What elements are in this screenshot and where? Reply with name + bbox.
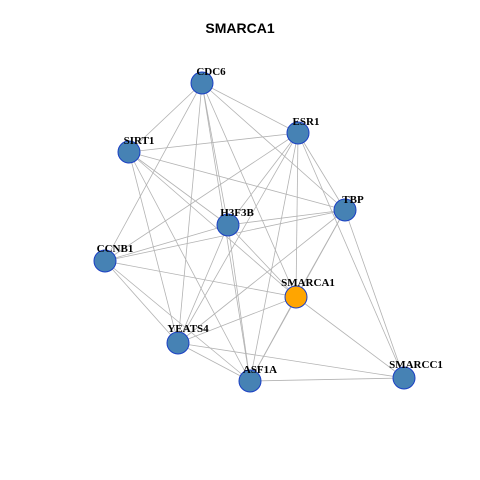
- edge-yeats4-asf1a: [177, 342, 251, 382]
- edge-esr1-tbp: [297, 132, 346, 211]
- edge-cdc6-yeats4: [177, 82, 203, 344]
- edge-esr1-asf1a: [249, 132, 299, 382]
- node-label-esr1: ESR1: [293, 116, 320, 128]
- node-label-yeats4: YEATS4: [167, 323, 209, 335]
- node-smarcc1[interactable]: [392, 366, 416, 390]
- edge-esr1-h3f3b: [227, 132, 299, 226]
- node-label-cdc6: CDC6: [196, 66, 226, 78]
- edge-cdc6-ccnb1: [104, 82, 203, 262]
- edge-esr1-ccnb1: [104, 132, 299, 262]
- graph-title: SMARCA1: [205, 20, 275, 36]
- edge-sirt1-smarca1: [128, 151, 297, 298]
- edge-asf1a-smarcc1: [249, 377, 405, 382]
- edge-cdc6-smarca1: [201, 82, 297, 298]
- edge-cdc6-sirt1: [128, 82, 203, 153]
- edge-ccnb1-smarca1: [104, 260, 297, 298]
- node-ccnb1[interactable]: [93, 249, 117, 273]
- edge-cdc6-h3f3b: [201, 82, 229, 226]
- node-yeats4[interactable]: [166, 331, 190, 355]
- edge-esr1-smarca1: [295, 132, 299, 298]
- edge-sirt1-tbp: [128, 151, 346, 211]
- edge-h3f3b-ccnb1: [104, 224, 229, 262]
- edge-ccnb1-asf1a: [104, 260, 251, 382]
- edge-yeats4-smarcc1: [177, 342, 405, 379]
- edge-tbp-h3f3b: [227, 209, 346, 226]
- node-sirt1[interactable]: [117, 140, 141, 164]
- edge-esr1-smarcc1: [297, 132, 405, 379]
- node-label-smarca1: SMARCA1: [281, 277, 335, 289]
- node-label-ccnb1: CCNB1: [97, 243, 134, 255]
- edge-ccnb1-yeats4: [104, 260, 179, 344]
- edge-esr1-sirt1: [128, 132, 299, 153]
- node-cdc6[interactable]: [190, 71, 214, 95]
- node-label-h3f3b: H3F3B: [220, 207, 254, 219]
- edge-sirt1-yeats4: [128, 151, 179, 344]
- edge-smarca1-yeats4: [177, 296, 297, 344]
- edge-tbp-smarcc1: [344, 209, 405, 379]
- node-esr1[interactable]: [286, 121, 310, 145]
- node-label-tbp: TBP: [342, 194, 364, 206]
- node-label-asf1a: ASF1A: [243, 364, 277, 376]
- node-h3f3b[interactable]: [216, 213, 240, 237]
- edge-h3f3b-yeats4: [177, 224, 229, 344]
- node-smarca1[interactable]: [284, 285, 308, 309]
- edge-h3f3b-asf1a: [227, 224, 251, 382]
- edge-cdc6-esr1: [201, 82, 299, 134]
- edge-sirt1-h3f3b: [128, 151, 229, 226]
- edge-smarca1-smarcc1: [295, 296, 405, 379]
- edge-cdc6-tbp: [201, 82, 346, 211]
- edge-esr1-yeats4: [177, 132, 299, 344]
- node-label-sirt1: SIRT1: [124, 135, 155, 147]
- edge-layer: [104, 82, 405, 382]
- node-asf1a[interactable]: [238, 369, 262, 393]
- node-tbp[interactable]: [333, 198, 357, 222]
- edge-tbp-yeats4: [177, 209, 346, 344]
- edge-h3f3b-smarca1: [227, 224, 297, 298]
- edge-smarca1-asf1a: [249, 296, 297, 382]
- node-label-smarcc1: SMARCC1: [389, 359, 443, 371]
- edge-sirt1-asf1a: [128, 151, 251, 382]
